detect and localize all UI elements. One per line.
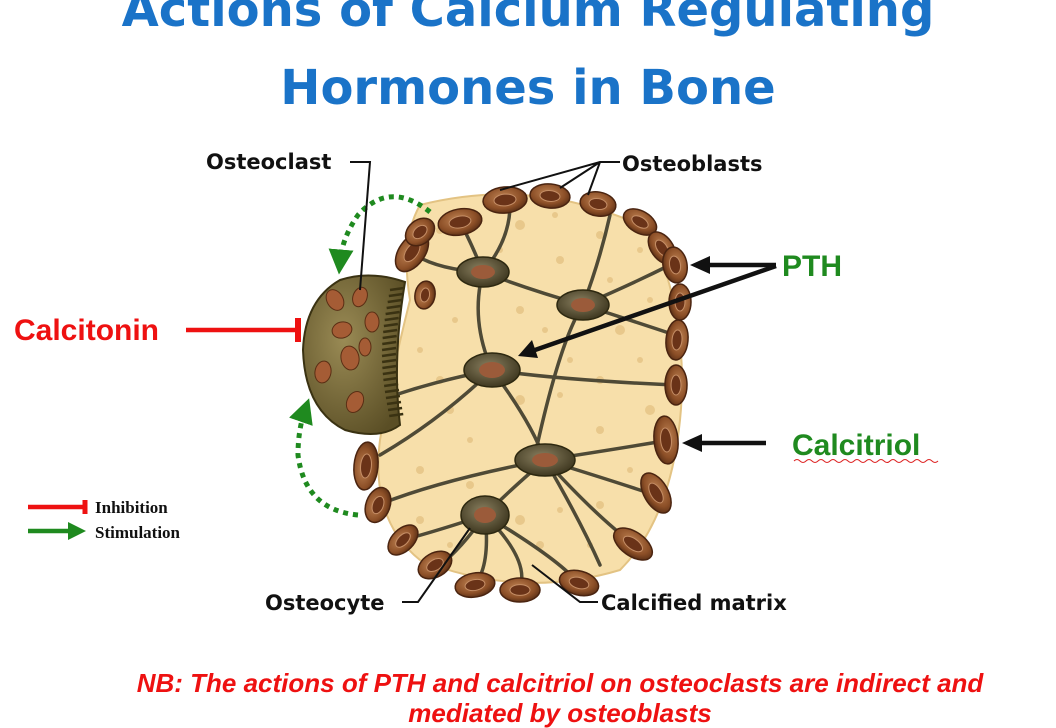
osteoblast-cell	[612, 527, 654, 561]
osteoblasts-leader-line	[499, 161, 620, 196]
matrix-pore	[556, 256, 564, 264]
matrix-pore	[596, 231, 604, 239]
osteoblast-cell	[529, 183, 571, 209]
matrix-pore	[416, 516, 424, 524]
osteoblast-cell	[664, 364, 688, 406]
matrix-pore	[516, 306, 524, 314]
matrix-pore	[447, 542, 453, 548]
calcitriol-label: Calcitriol	[792, 429, 920, 462]
osteoblast-cell	[499, 577, 541, 603]
osteoblast-layer	[353, 183, 692, 603]
matrix-pore	[645, 405, 655, 415]
osteoblast-cell	[668, 283, 692, 321]
note-line-2: mediated by osteoblasts	[408, 698, 712, 728]
legend-inhibition-label: Inhibition	[95, 498, 168, 517]
legend: Inhibition Stimulation	[28, 498, 181, 542]
matrix-pore	[596, 426, 604, 434]
matrix-pore	[552, 212, 558, 218]
matrix-pore	[557, 392, 563, 398]
osteoblast-cell	[662, 246, 688, 284]
matrix-pore	[557, 507, 563, 513]
osteocyte-cell	[514, 443, 576, 477]
osteocyte-leader-line	[402, 527, 471, 603]
osteoblast-cell	[653, 415, 679, 465]
osteoblast-cell	[558, 569, 600, 597]
matrix-pore	[637, 357, 643, 363]
calcified-matrix-label: Calcified matrix	[601, 591, 787, 615]
osteocyte-cell	[556, 289, 610, 321]
osteoblast-cell	[640, 472, 672, 514]
osteoclast-cell	[301, 274, 407, 435]
osteoblast-cell	[454, 571, 496, 599]
spellcheck-underline	[793, 459, 939, 463]
matrix-pore	[567, 357, 573, 363]
matrix-pore	[637, 247, 643, 253]
osteoblast-cell	[353, 441, 379, 491]
osteoclast-leader-line	[350, 161, 372, 291]
stimulation-arrow-top	[328, 194, 432, 275]
osteoblast-cell	[482, 186, 528, 214]
osteoblast-cell	[364, 486, 392, 524]
osteoblast-cell	[579, 191, 617, 217]
osteocyte-cells	[456, 256, 610, 535]
calcitonin-inhibition-line	[186, 318, 301, 342]
calcified-matrix-leader-line	[531, 564, 598, 603]
matrix-pore	[515, 220, 525, 230]
osteoblast-cell	[404, 217, 436, 247]
stimulation-arrow-bottom	[289, 398, 359, 518]
osteoblast-cell	[622, 208, 658, 236]
matrix-pore	[515, 395, 525, 405]
osteocyte-label: Osteocyte	[265, 591, 384, 615]
osteocyte-cell	[460, 495, 510, 535]
matrix-pore	[416, 466, 424, 474]
matrix-pore	[607, 277, 613, 283]
osteoblast-cell	[437, 207, 483, 237]
osteoblast-cell	[414, 280, 436, 310]
matrix-pore	[417, 347, 423, 353]
matrix-pore	[596, 501, 604, 509]
matrix-pore	[627, 467, 633, 473]
calcitonin-label: Calcitonin	[14, 314, 159, 347]
matrix-pore	[452, 317, 458, 323]
page-title: Actions of Calcium Regulating	[121, 0, 935, 38]
osteoblasts-label: Osteoblasts	[622, 152, 763, 176]
osteoclast-label: Osteoclast	[206, 150, 331, 174]
note-line-1: NB: The actions of PTH and calcitriol on…	[136, 668, 984, 698]
page-title-line-2: Hormones in Bone	[280, 60, 776, 116]
pth-label: PTH	[782, 250, 842, 283]
note-text: NB: The actions of PTH and calcitriol on…	[60, 668, 1056, 728]
osteoblast-cell	[665, 319, 689, 361]
matrix-pore	[615, 325, 625, 335]
matrix-pore	[466, 481, 474, 489]
legend-stimulation-label: Stimulation	[95, 523, 181, 542]
matrix-pore	[542, 327, 548, 333]
osteocyte-cell	[456, 256, 510, 288]
osteoblast-cell	[387, 524, 419, 556]
pth-arrow-osteocyte	[534, 263, 777, 353]
matrix-pore	[647, 297, 653, 303]
ruffled-border	[381, 286, 405, 418]
matrix-pore	[467, 437, 473, 443]
matrix-pore	[515, 515, 525, 525]
osteocyte-cell	[463, 352, 521, 388]
